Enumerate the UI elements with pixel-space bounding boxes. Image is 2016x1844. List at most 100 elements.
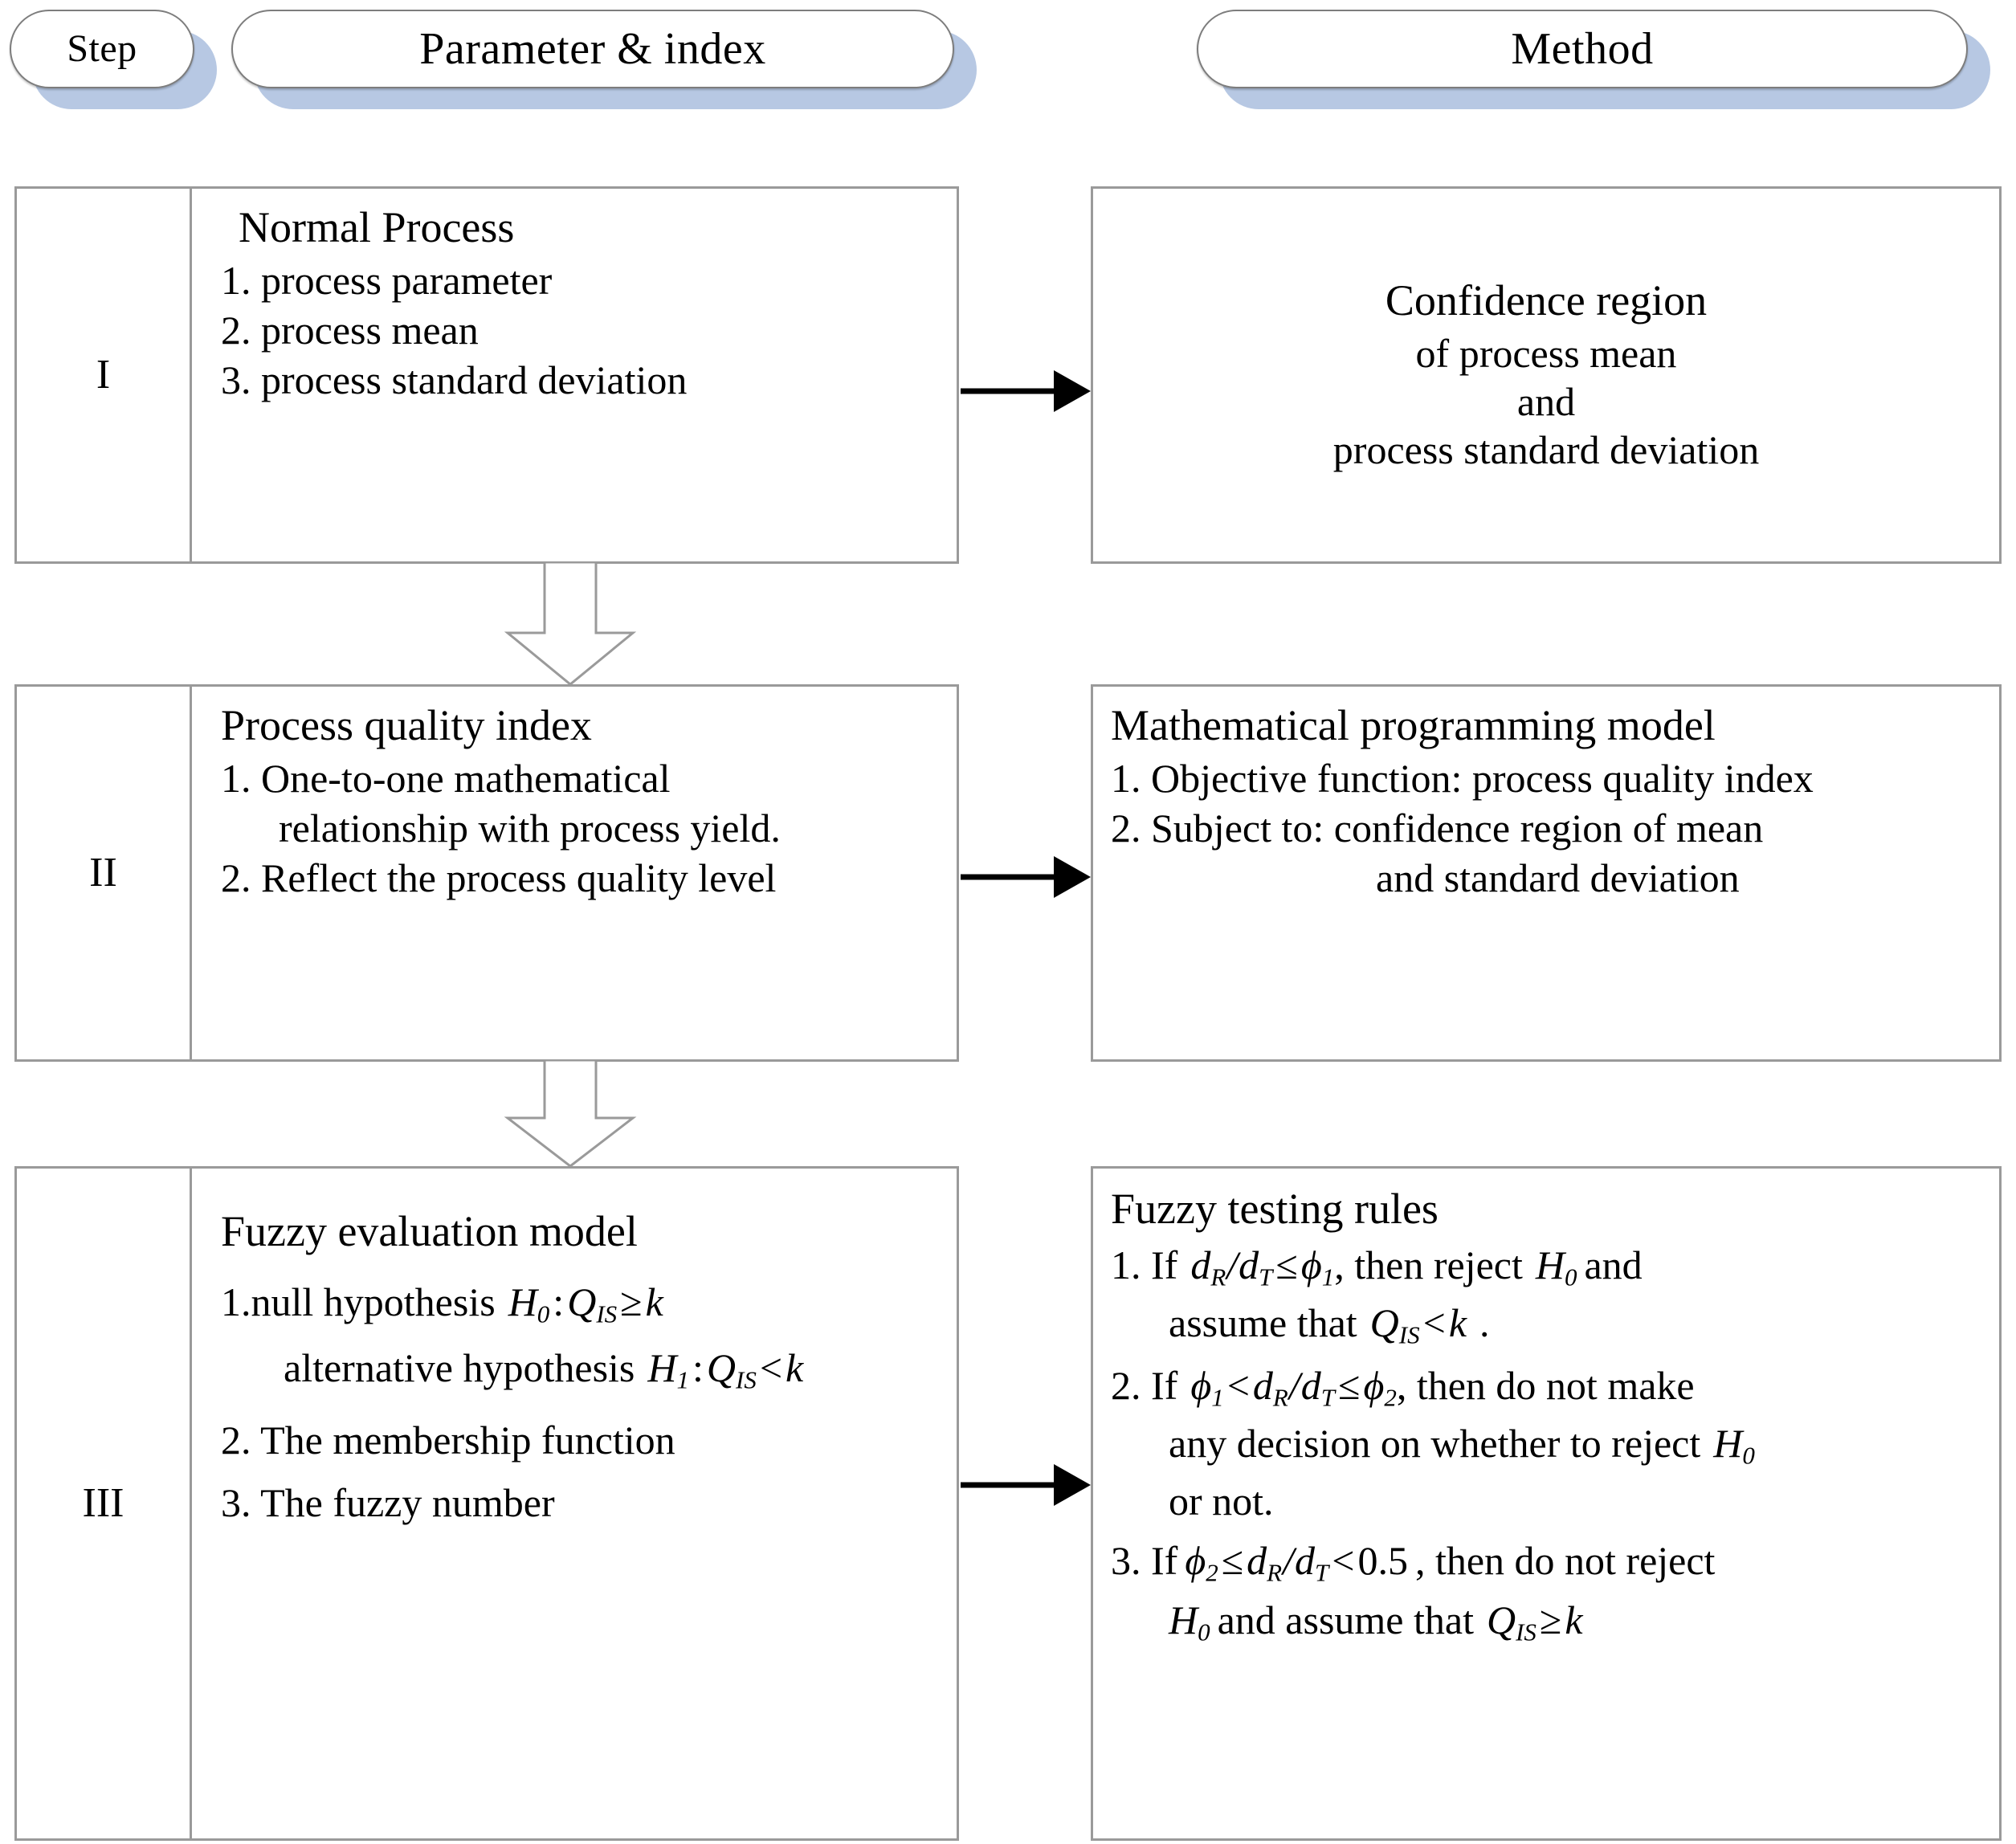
step-2-right-box: Mathematical programming model 1. Object… <box>1091 684 2002 1062</box>
rule-1-assume: assume that <box>1169 1300 1357 1346</box>
rule-1-period: . <box>1479 1300 1490 1346</box>
step-numeral-3: III <box>82 1480 124 1526</box>
symbol-k: k <box>1565 1597 1583 1642</box>
symbol-slash: / <box>1288 1363 1300 1409</box>
rule-3-middle: , then do not reject <box>1414 1537 1716 1583</box>
arrow-right-step-2 <box>961 855 1091 899</box>
symbol-lt: < <box>1422 1300 1446 1346</box>
symbol-sub-2: 2 <box>1206 1558 1218 1587</box>
step-numeral-1: I <box>96 352 111 398</box>
step-2-left-box: II Process quality index 1. One-to-one m… <box>14 684 959 1062</box>
step-3-parameter-content: Fuzzy evaluation model 1.null hypothesis… <box>192 1169 957 1838</box>
symbol-lt: < <box>1332 1537 1355 1583</box>
symbol-sub-R: R <box>1267 1558 1283 1587</box>
method-line: process standard deviation <box>1332 427 1760 473</box>
list-item-continuation: and standard deviation <box>1376 855 1740 901</box>
symbol-sub-1: 1 <box>676 1366 690 1394</box>
symbol-Q: Q <box>567 1279 597 1325</box>
step-1-method-stack: Confidence region of process mean and pr… <box>1093 276 1999 474</box>
step-3-method-title: Fuzzy testing rules <box>1111 1185 1439 1233</box>
step-2-title: Process quality index <box>221 701 592 749</box>
symbol-sub-IS: IS <box>1398 1321 1420 1349</box>
arrow-head-icon <box>1054 856 1091 898</box>
method-line: of process mean <box>1415 331 1677 377</box>
symbol-sub-T: T <box>1315 1558 1329 1587</box>
method-line: and <box>1516 379 1576 425</box>
symbol-d: d <box>1300 1363 1321 1409</box>
arrow-head-icon <box>1054 370 1091 412</box>
list-item: 2. The membership function <box>221 1418 675 1463</box>
step-2-method-list: 1. Objective function: process quality i… <box>1111 754 1985 902</box>
pill-body: Method <box>1197 10 1968 88</box>
symbol-d: d <box>1247 1537 1267 1583</box>
list-item: 2. Reflect the process quality level <box>221 855 777 901</box>
symbol-d: d <box>1239 1242 1259 1288</box>
symbol-sub-IS: IS <box>596 1300 618 1329</box>
step-3-title: Fuzzy evaluation model <box>221 1207 638 1255</box>
list-item: 1. Objective function: process quality i… <box>1111 756 1814 802</box>
step-1-title: Normal Process <box>239 203 515 251</box>
rule-1-line-2: assume that QIS<k. <box>1111 1299 1985 1350</box>
arrow-shaft <box>961 388 1060 394</box>
symbol-Q: Q <box>706 1345 737 1391</box>
list-item: 1. process parameter <box>221 258 553 304</box>
symbol-leq: ≤ <box>1338 1363 1361 1409</box>
rule-2-line-3: or not. <box>1169 1478 1274 1524</box>
rule-1-prefix: 1. If <box>1111 1242 1178 1288</box>
symbol-phi: ϕ <box>1363 1363 1385 1409</box>
step-2-method-title: Mathematical programming model <box>1111 701 1716 749</box>
symbol-sub-0: 0 <box>1564 1263 1577 1292</box>
symbol-d: d <box>1190 1242 1211 1288</box>
step-2-item-list: 1. One-to-one mathematical relationship … <box>221 754 937 902</box>
symbol-colon: : <box>692 1345 704 1391</box>
arrow-down-2-icon <box>504 1060 637 1168</box>
symbol-H: H <box>508 1279 537 1325</box>
symbol-sub-0: 0 <box>1198 1618 1210 1646</box>
symbol-half: 0.5 <box>1357 1537 1408 1583</box>
step-column-divider <box>190 189 192 561</box>
step-1-item-list: 1. process parameter 2. process mean 3. … <box>221 256 937 404</box>
header-step-label: Step <box>67 27 137 70</box>
symbol-H: H <box>1713 1421 1743 1467</box>
symbol-phi: ϕ <box>1185 1537 1206 1583</box>
arrow-right-step-1 <box>961 369 1091 413</box>
symbol-sub-1: 1 <box>1211 1383 1224 1412</box>
symbol-slash: / <box>1226 1242 1239 1288</box>
symbol-slash: / <box>1283 1537 1294 1583</box>
step-1-method-title: Confidence region <box>1385 275 1708 324</box>
symbol-geq: ≥ <box>1539 1597 1562 1642</box>
symbol-sub-T: T <box>1320 1383 1335 1412</box>
symbol-k: k <box>1448 1300 1467 1346</box>
step-2-parameter-content: Process quality index 1. One-to-one math… <box>192 687 957 1059</box>
symbol-colon: : <box>553 1279 565 1325</box>
symbol-sub-IS: IS <box>1516 1618 1536 1646</box>
arrow-shaft <box>961 1482 1060 1488</box>
symbol-k: k <box>786 1345 804 1391</box>
symbol-Q: Q <box>1369 1300 1399 1346</box>
rule-2-decision: any decision on whether to reject <box>1169 1421 1701 1467</box>
symbol-phi: ϕ <box>1300 1242 1322 1288</box>
list-item: 2. process mean <box>221 308 479 353</box>
symbol-sub-IS: IS <box>736 1366 757 1394</box>
arrow-shaft <box>961 874 1060 880</box>
arrow-down-1-icon <box>504 562 637 686</box>
symbol-k: k <box>645 1279 663 1325</box>
step-numeral-2: II <box>89 850 117 895</box>
rule-3-assume: and assume that <box>1217 1597 1474 1642</box>
list-item: 1. One-to-one mathematical <box>221 756 671 802</box>
symbol-phi: ϕ <box>1190 1363 1212 1409</box>
step-1-parameter-content: Normal Process 1. process parameter 2. p… <box>192 189 957 561</box>
symbol-sub-0: 0 <box>537 1300 550 1329</box>
symbol-H: H <box>1169 1597 1198 1642</box>
rule-2-middle: , then do not make <box>1396 1363 1695 1409</box>
rule-2-prefix: 2. If <box>1111 1363 1178 1409</box>
arrow-right-step-3 <box>961 1463 1091 1507</box>
symbol-leq: ≤ <box>1275 1242 1298 1288</box>
list-item: 2. Subject to: confidence region of mean <box>1111 806 1764 851</box>
header-pill-parameter: Parameter & index <box>231 10 977 109</box>
